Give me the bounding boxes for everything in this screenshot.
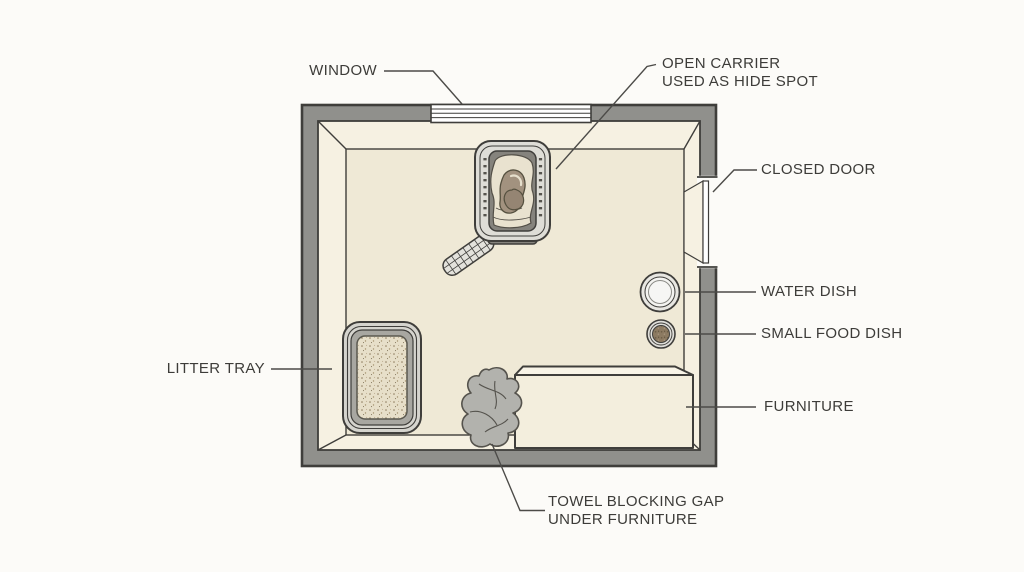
- water-dish: [639, 271, 681, 313]
- litter-tray: [342, 321, 422, 434]
- leader-window: [384, 70, 463, 105]
- small-food-dish: [646, 319, 676, 349]
- label-window: WINDOW: [309, 62, 377, 79]
- window-glass: [430, 103, 592, 124]
- leader-closed-door: [712, 169, 757, 193]
- closed-door-panel: [702, 180, 710, 264]
- label-water-dish: WATER DISH: [761, 283, 857, 300]
- cat: [499, 169, 526, 214]
- furniture-box: [514, 365, 694, 449]
- closed-door: [683, 175, 720, 269]
- label-towel: TOWEL BLOCKING GAP UNDER FURNITURE: [548, 493, 725, 528]
- label-open-carrier: OPEN CARRIER USED AS HIDE SPOT: [662, 55, 818, 90]
- leader-open-carrier: [555, 63, 657, 170]
- label-closed-door: CLOSED DOOR: [761, 161, 876, 178]
- label-small-food-dish: SMALL FOOD DISH: [761, 325, 903, 342]
- carrier: [442, 140, 551, 277]
- carrier-door-mesh: [442, 233, 495, 277]
- label-furniture: FURNITURE: [764, 398, 854, 415]
- label-litter-tray: LITTER TRAY: [166, 360, 265, 377]
- leader-towel: [491, 443, 545, 512]
- towel: [461, 366, 523, 448]
- litter-surface: [356, 335, 408, 420]
